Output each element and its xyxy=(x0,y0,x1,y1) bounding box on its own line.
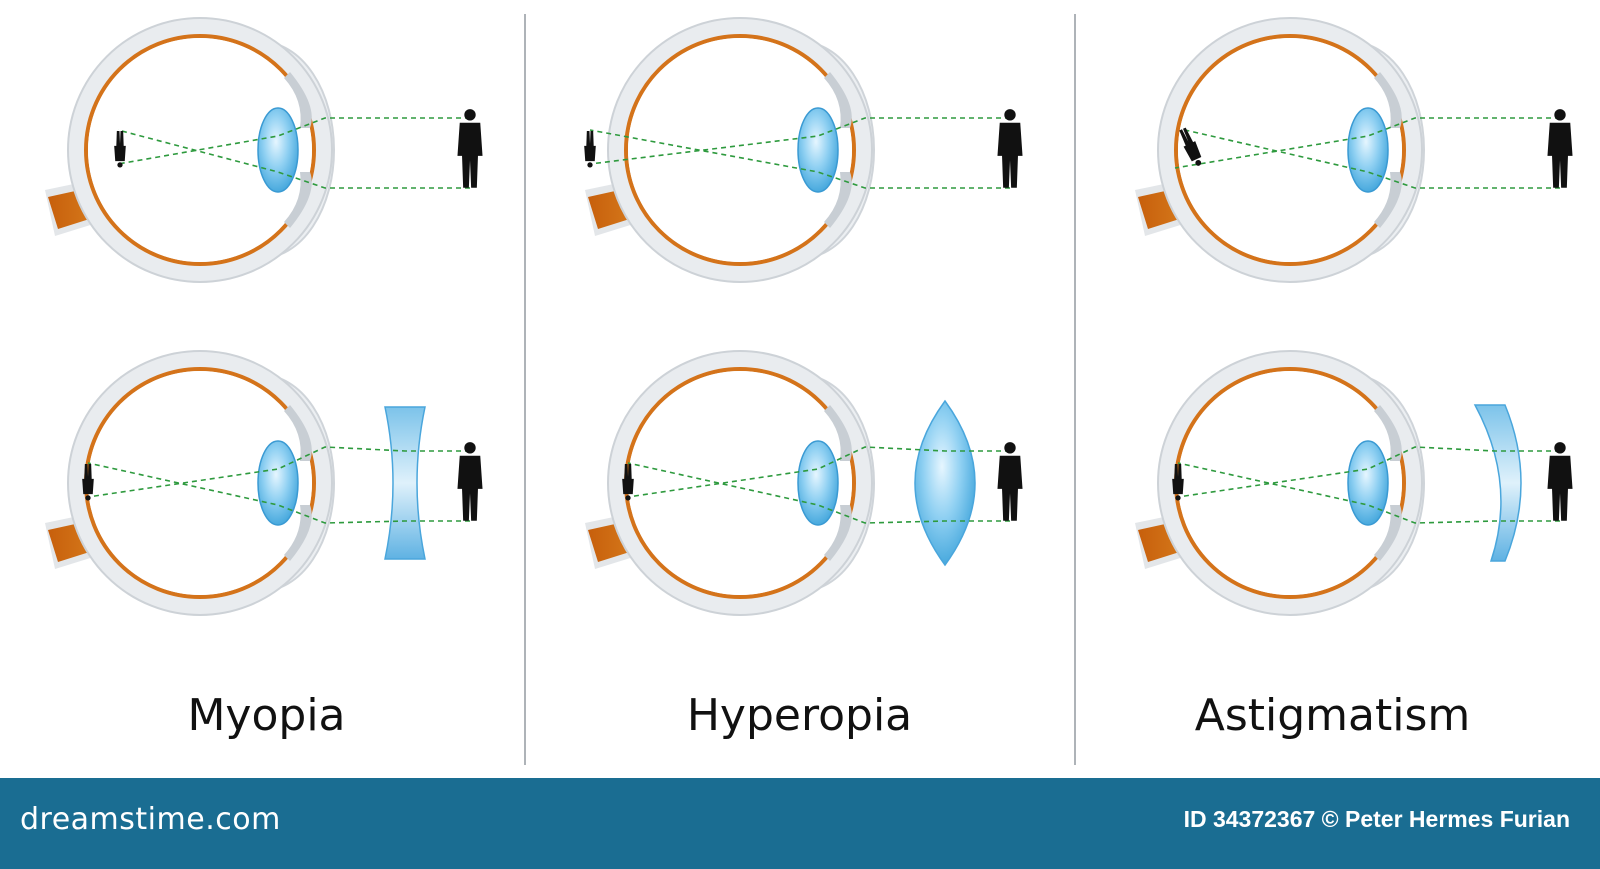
person-head xyxy=(464,109,476,121)
iris-lower xyxy=(284,505,312,561)
eye-hyperopia-corrected xyxy=(585,350,1023,616)
label-myopia: Myopia xyxy=(187,690,346,741)
eye-astigmatism-corrected xyxy=(1135,350,1573,616)
retina xyxy=(1174,34,1406,266)
vision-defects-diagram xyxy=(45,14,1573,765)
eye-lens xyxy=(797,440,839,526)
person-body xyxy=(1172,464,1184,495)
footer-credit: ID 34372367 © Peter Hermes Furian xyxy=(1183,806,1570,832)
label-hyperopia: Hyperopia xyxy=(686,690,913,741)
person-head xyxy=(1554,109,1566,121)
iris-lower xyxy=(824,172,852,228)
eye-lens xyxy=(257,107,299,193)
light-ray xyxy=(1177,446,1560,498)
iris-upper xyxy=(1374,72,1402,128)
footer-bar: dreamstime.com ID 34372367 © Peter Herme… xyxy=(0,778,1600,869)
person-silhouette xyxy=(584,131,596,168)
convex-correction-lens xyxy=(914,399,976,567)
light-ray xyxy=(117,129,470,189)
concave-correction-lens xyxy=(384,406,426,560)
person-body xyxy=(1547,122,1573,188)
person-body xyxy=(622,464,634,495)
person-silhouette xyxy=(1547,442,1573,521)
person-body xyxy=(997,122,1023,188)
vitreous xyxy=(628,371,852,595)
light-ray xyxy=(589,129,1010,189)
vitreous xyxy=(1178,371,1402,595)
iris-lower xyxy=(1374,505,1402,561)
person-head xyxy=(464,442,476,454)
footer-brand[interactable]: dreamstime.com xyxy=(20,802,281,837)
light-ray xyxy=(589,117,1010,165)
iris-lower xyxy=(824,505,852,561)
eye-lens xyxy=(797,107,839,193)
light-ray xyxy=(1184,129,1560,189)
person-silhouette xyxy=(1172,464,1184,501)
light-ray xyxy=(1177,462,1560,524)
meniscus-correction-lens xyxy=(1473,404,1522,562)
person-body xyxy=(114,131,126,162)
person-body xyxy=(997,455,1023,521)
person-head xyxy=(1175,495,1181,501)
person-head xyxy=(117,162,123,168)
light-ray xyxy=(627,462,1010,524)
person-silhouette xyxy=(82,464,94,501)
vitreous xyxy=(88,371,312,595)
light-ray xyxy=(87,446,470,498)
person-head xyxy=(625,495,631,501)
person-body xyxy=(457,122,483,188)
person-head xyxy=(587,162,593,168)
iris-lower xyxy=(284,172,312,228)
eye-myopia-corrected xyxy=(45,350,483,616)
eye-astigmatism-defect xyxy=(1135,17,1573,283)
retina xyxy=(624,34,856,266)
person-body xyxy=(457,455,483,521)
person-body xyxy=(1547,455,1573,521)
person-silhouette xyxy=(622,464,634,501)
light-ray xyxy=(87,462,470,524)
person-silhouette xyxy=(457,109,483,188)
person-head xyxy=(1554,442,1566,454)
iris-upper xyxy=(1374,405,1402,461)
vitreous xyxy=(628,38,852,262)
eye-lens xyxy=(1347,107,1389,193)
iris-lower xyxy=(1374,172,1402,228)
eye-myopia-defect xyxy=(45,17,483,283)
light-ray xyxy=(117,117,470,165)
person-silhouette xyxy=(997,442,1023,521)
person-silhouette xyxy=(457,442,483,521)
person-head xyxy=(85,495,91,501)
iris-upper xyxy=(284,405,312,461)
person-silhouette xyxy=(114,131,126,168)
iris-upper xyxy=(824,405,852,461)
eye-lens xyxy=(257,440,299,526)
label-astigmatism: Astigmatism xyxy=(1194,690,1471,741)
person-silhouette xyxy=(997,109,1023,188)
light-ray xyxy=(627,446,1010,498)
person-head xyxy=(1004,442,1016,454)
iris-upper xyxy=(284,72,312,128)
eye-hyperopia-defect xyxy=(584,17,1023,283)
retina xyxy=(84,34,316,266)
person-silhouette xyxy=(1547,109,1573,188)
iris-upper xyxy=(824,72,852,128)
person-silhouette xyxy=(1179,127,1202,166)
person-head xyxy=(1004,109,1016,121)
person-head xyxy=(1195,159,1202,166)
eye-lens xyxy=(1347,440,1389,526)
person-body xyxy=(1179,127,1202,162)
vitreous xyxy=(1178,38,1402,262)
light-ray xyxy=(1174,117,1560,169)
person-body xyxy=(584,131,596,162)
person-body xyxy=(82,464,94,495)
